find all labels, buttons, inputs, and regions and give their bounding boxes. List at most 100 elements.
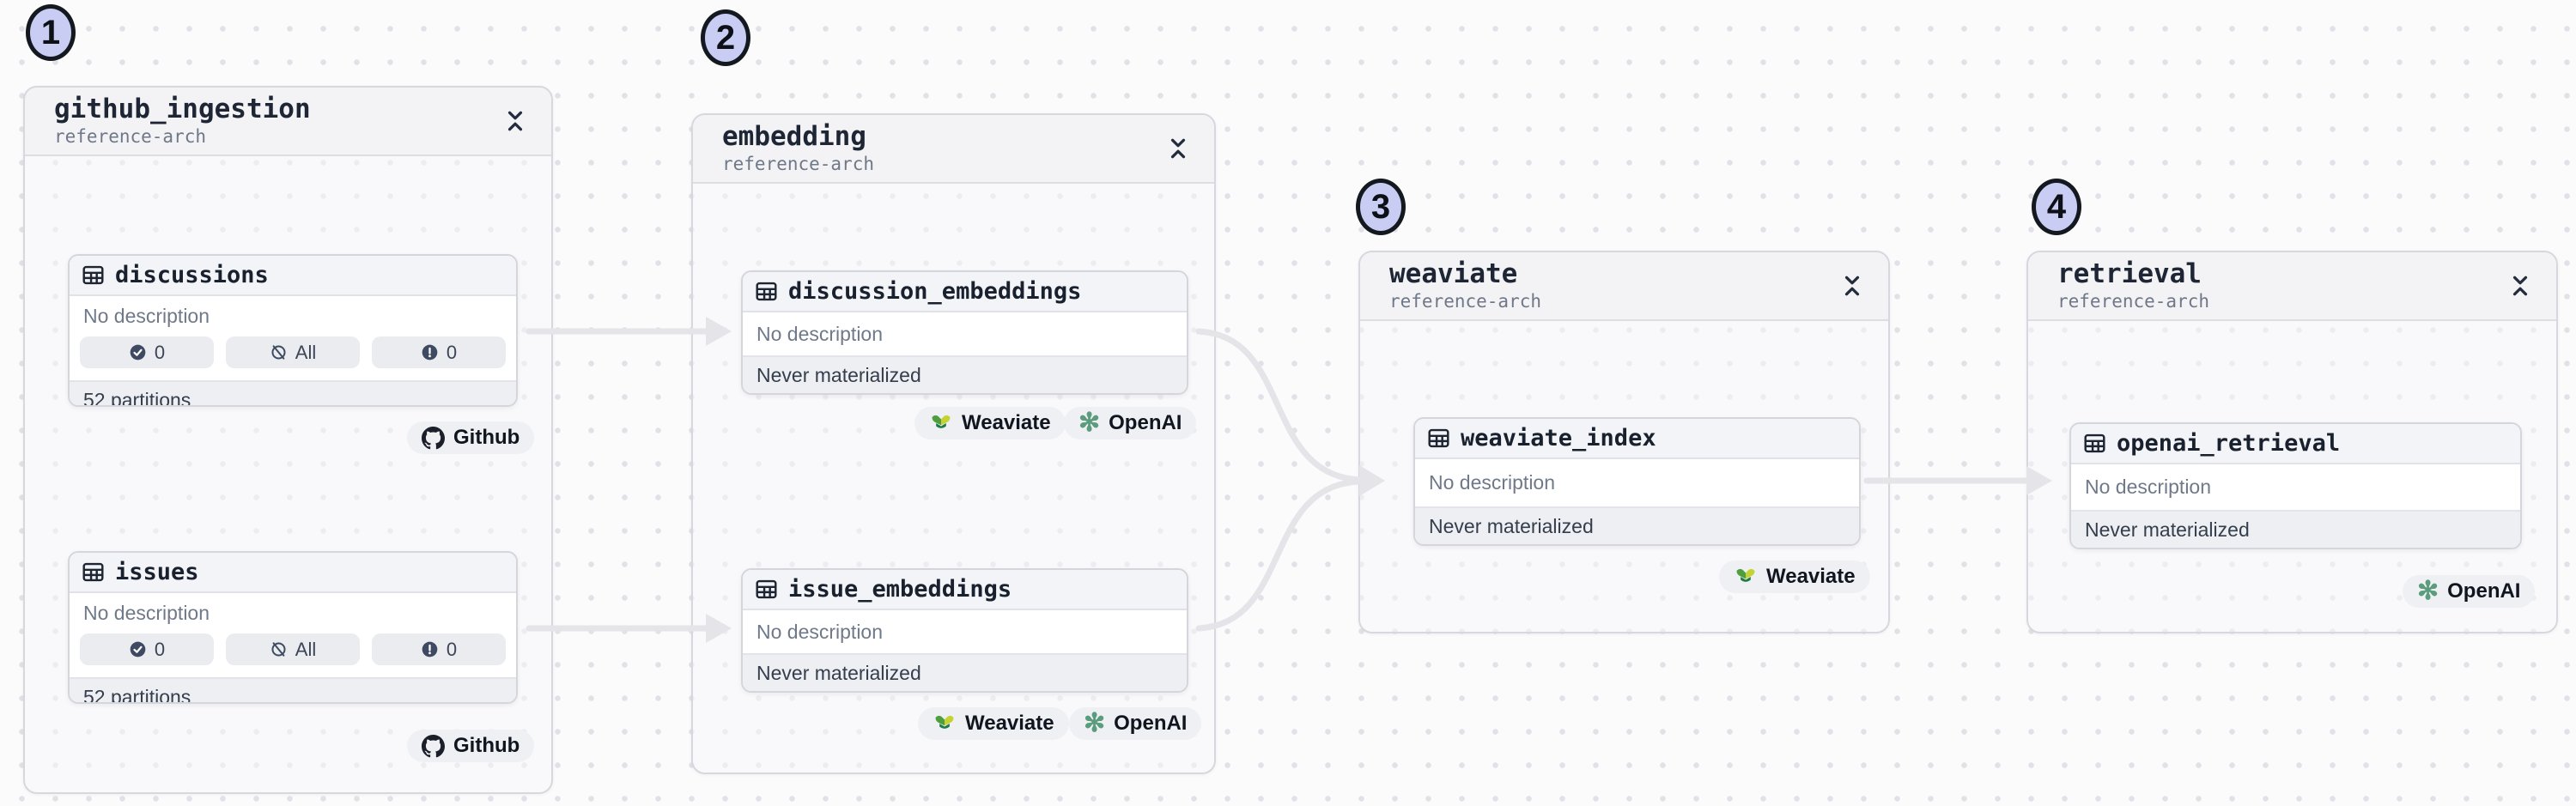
asset-card-discussions[interactable]: discussions No description 0 All	[68, 254, 518, 407]
asset-card-discussion-embeddings[interactable]: discussion_embeddings No description Nev…	[741, 270, 1188, 395]
kind-tag-weaviate: Weaviate	[914, 407, 1066, 439]
kind-tag-github: Github	[407, 421, 535, 454]
asset-name: discussions	[115, 262, 269, 288]
kind-tag-github: Github	[407, 730, 535, 762]
asset-name: openai_retrieval	[2117, 430, 2341, 457]
check-circle-icon	[130, 641, 146, 658]
group-header-retrieval[interactable]: retrieval reference-arch	[2028, 252, 2556, 321]
slash-circle-icon	[271, 345, 286, 360]
partition-materialized-pill: 0	[80, 633, 214, 665]
group-header-embedding[interactable]: embedding reference-arch	[693, 115, 1214, 184]
asset-description: No description	[1429, 471, 1556, 494]
kind-tag-label: Weaviate	[962, 411, 1051, 434]
asset-card-header: issues	[70, 553, 516, 593]
partition-failed-pill: 0	[372, 336, 506, 368]
kind-tag-label: Weaviate	[965, 712, 1054, 735]
partition-materialized-pill: 0	[80, 336, 214, 368]
group-header-github-ingestion[interactable]: github_ingestion reference-arch	[25, 88, 551, 156]
kind-tag-weaviate: Weaviate	[918, 707, 1069, 740]
slash-circle-icon	[271, 642, 286, 657]
github-icon	[422, 426, 445, 449]
asset-card-issue-embeddings[interactable]: issue_embeddings No description Never ma…	[741, 568, 1188, 693]
collapse-vertical-icon[interactable]	[1168, 136, 1190, 161]
group-title: weaviate	[1389, 258, 1518, 290]
asset-group-retrieval: retrieval reference-arch openai_retrieva…	[2026, 251, 2558, 633]
failed-count: 0	[446, 638, 458, 660]
group-subtitle: reference-arch	[722, 153, 875, 174]
asset-card-weaviate-index[interactable]: weaviate_index No description Never mate…	[1413, 417, 1861, 546]
kind-tag-label: Github	[453, 426, 520, 449]
asset-materialization-footer: Never materialized	[743, 355, 1187, 393]
group-subtitle: reference-arch	[2057, 290, 2210, 312]
group-title: retrieval	[2057, 258, 2202, 290]
asset-description: No description	[2085, 476, 2212, 498]
table-icon	[1428, 428, 1449, 448]
edge-discussion-embeddings-to-weaviate-index	[1195, 328, 1363, 483]
asset-description: No description	[83, 305, 210, 327]
asset-name: weaviate_index	[1461, 425, 1656, 451]
asset-partitions-footer: 52 partitions	[70, 380, 516, 405]
collapse-vertical-icon[interactable]	[2510, 273, 2532, 299]
kind-tag-label: Github	[453, 734, 520, 757]
asset-card-header: discussion_embeddings	[743, 272, 1187, 312]
openai-icon: ✻	[1078, 409, 1101, 437]
kind-tag-label: OpenAI	[1109, 411, 1182, 434]
asset-materialization-footer: Never materialized	[1415, 506, 1859, 544]
alert-circle-icon	[422, 641, 438, 658]
asset-card-header: openai_retrieval	[2071, 424, 2520, 464]
group-title: github_ingestion	[54, 94, 311, 125]
kind-tag-openai: ✻ OpenAI	[2403, 575, 2536, 608]
step-badge-3: 3	[1356, 179, 1406, 235]
failed-count: 0	[446, 341, 458, 363]
partition-status-row: 0 All 0	[70, 328, 516, 380]
table-icon	[756, 282, 777, 301]
group-subtitle: reference-arch	[1389, 290, 1542, 312]
asset-group-github-ingestion: github_ingestion reference-arch discussi…	[23, 86, 553, 794]
table-icon	[82, 562, 104, 582]
asset-name: discussion_embeddings	[788, 278, 1082, 305]
group-titles: github_ingestion reference-arch	[54, 95, 311, 147]
openai-icon: ✻	[1084, 709, 1106, 737]
step-badge-2: 2	[701, 9, 750, 66]
openai-icon: ✻	[2417, 577, 2439, 605]
alert-circle-icon	[422, 344, 438, 361]
asset-card-header: discussions	[70, 256, 516, 296]
group-header-weaviate[interactable]: weaviate reference-arch	[1360, 252, 1888, 321]
asset-description: No description	[756, 322, 884, 345]
kind-tag-label: Weaviate	[1766, 565, 1856, 588]
missing-count: All	[295, 341, 317, 363]
asset-group-embedding: embedding reference-arch discussion_embe…	[691, 113, 1216, 774]
kind-tag-label: OpenAI	[1114, 712, 1188, 735]
weaviate-icon	[932, 415, 951, 428]
weaviate-icon	[1736, 568, 1755, 582]
weaviate-icon	[935, 715, 954, 729]
step-badge-1: 1	[26, 4, 76, 61]
materialized-count: 0	[154, 638, 166, 660]
group-titles: retrieval reference-arch	[2057, 260, 2209, 312]
table-icon	[2084, 433, 2105, 453]
materialized-count: 0	[154, 341, 166, 363]
asset-card-header: issue_embeddings	[743, 570, 1187, 610]
check-circle-icon	[130, 344, 146, 361]
asset-card-openai-retrieval[interactable]: openai_retrieval No description Never ma…	[2069, 422, 2522, 549]
asset-partitions-footer: 52 partitions	[70, 677, 516, 702]
group-titles: embedding reference-arch	[722, 123, 874, 174]
table-icon	[756, 579, 777, 599]
asset-materialization-footer: Never materialized	[2071, 510, 2520, 548]
partition-missing-pill: All	[226, 633, 360, 665]
asset-card-header: weaviate_index	[1415, 419, 1859, 459]
step-badge-4: 4	[2032, 179, 2081, 235]
asset-card-issues[interactable]: issues No description 0 All	[68, 551, 518, 704]
collapse-vertical-icon[interactable]	[505, 108, 527, 134]
asset-name: issue_embeddings	[788, 576, 1012, 603]
kind-tag-openai: ✻ OpenAI	[1069, 707, 1202, 740]
group-subtitle: reference-arch	[54, 125, 207, 147]
partition-status-row: 0 All 0	[70, 625, 516, 677]
edge-issue-embeddings-to-weaviate-index	[1195, 478, 1363, 632]
kind-tag-label: OpenAI	[2447, 579, 2521, 603]
collapse-vertical-icon[interactable]	[1842, 273, 1864, 299]
asset-description: No description	[83, 602, 210, 624]
table-icon	[82, 265, 104, 285]
asset-materialization-footer: Never materialized	[743, 653, 1187, 691]
group-titles: weaviate reference-arch	[1389, 260, 1541, 312]
